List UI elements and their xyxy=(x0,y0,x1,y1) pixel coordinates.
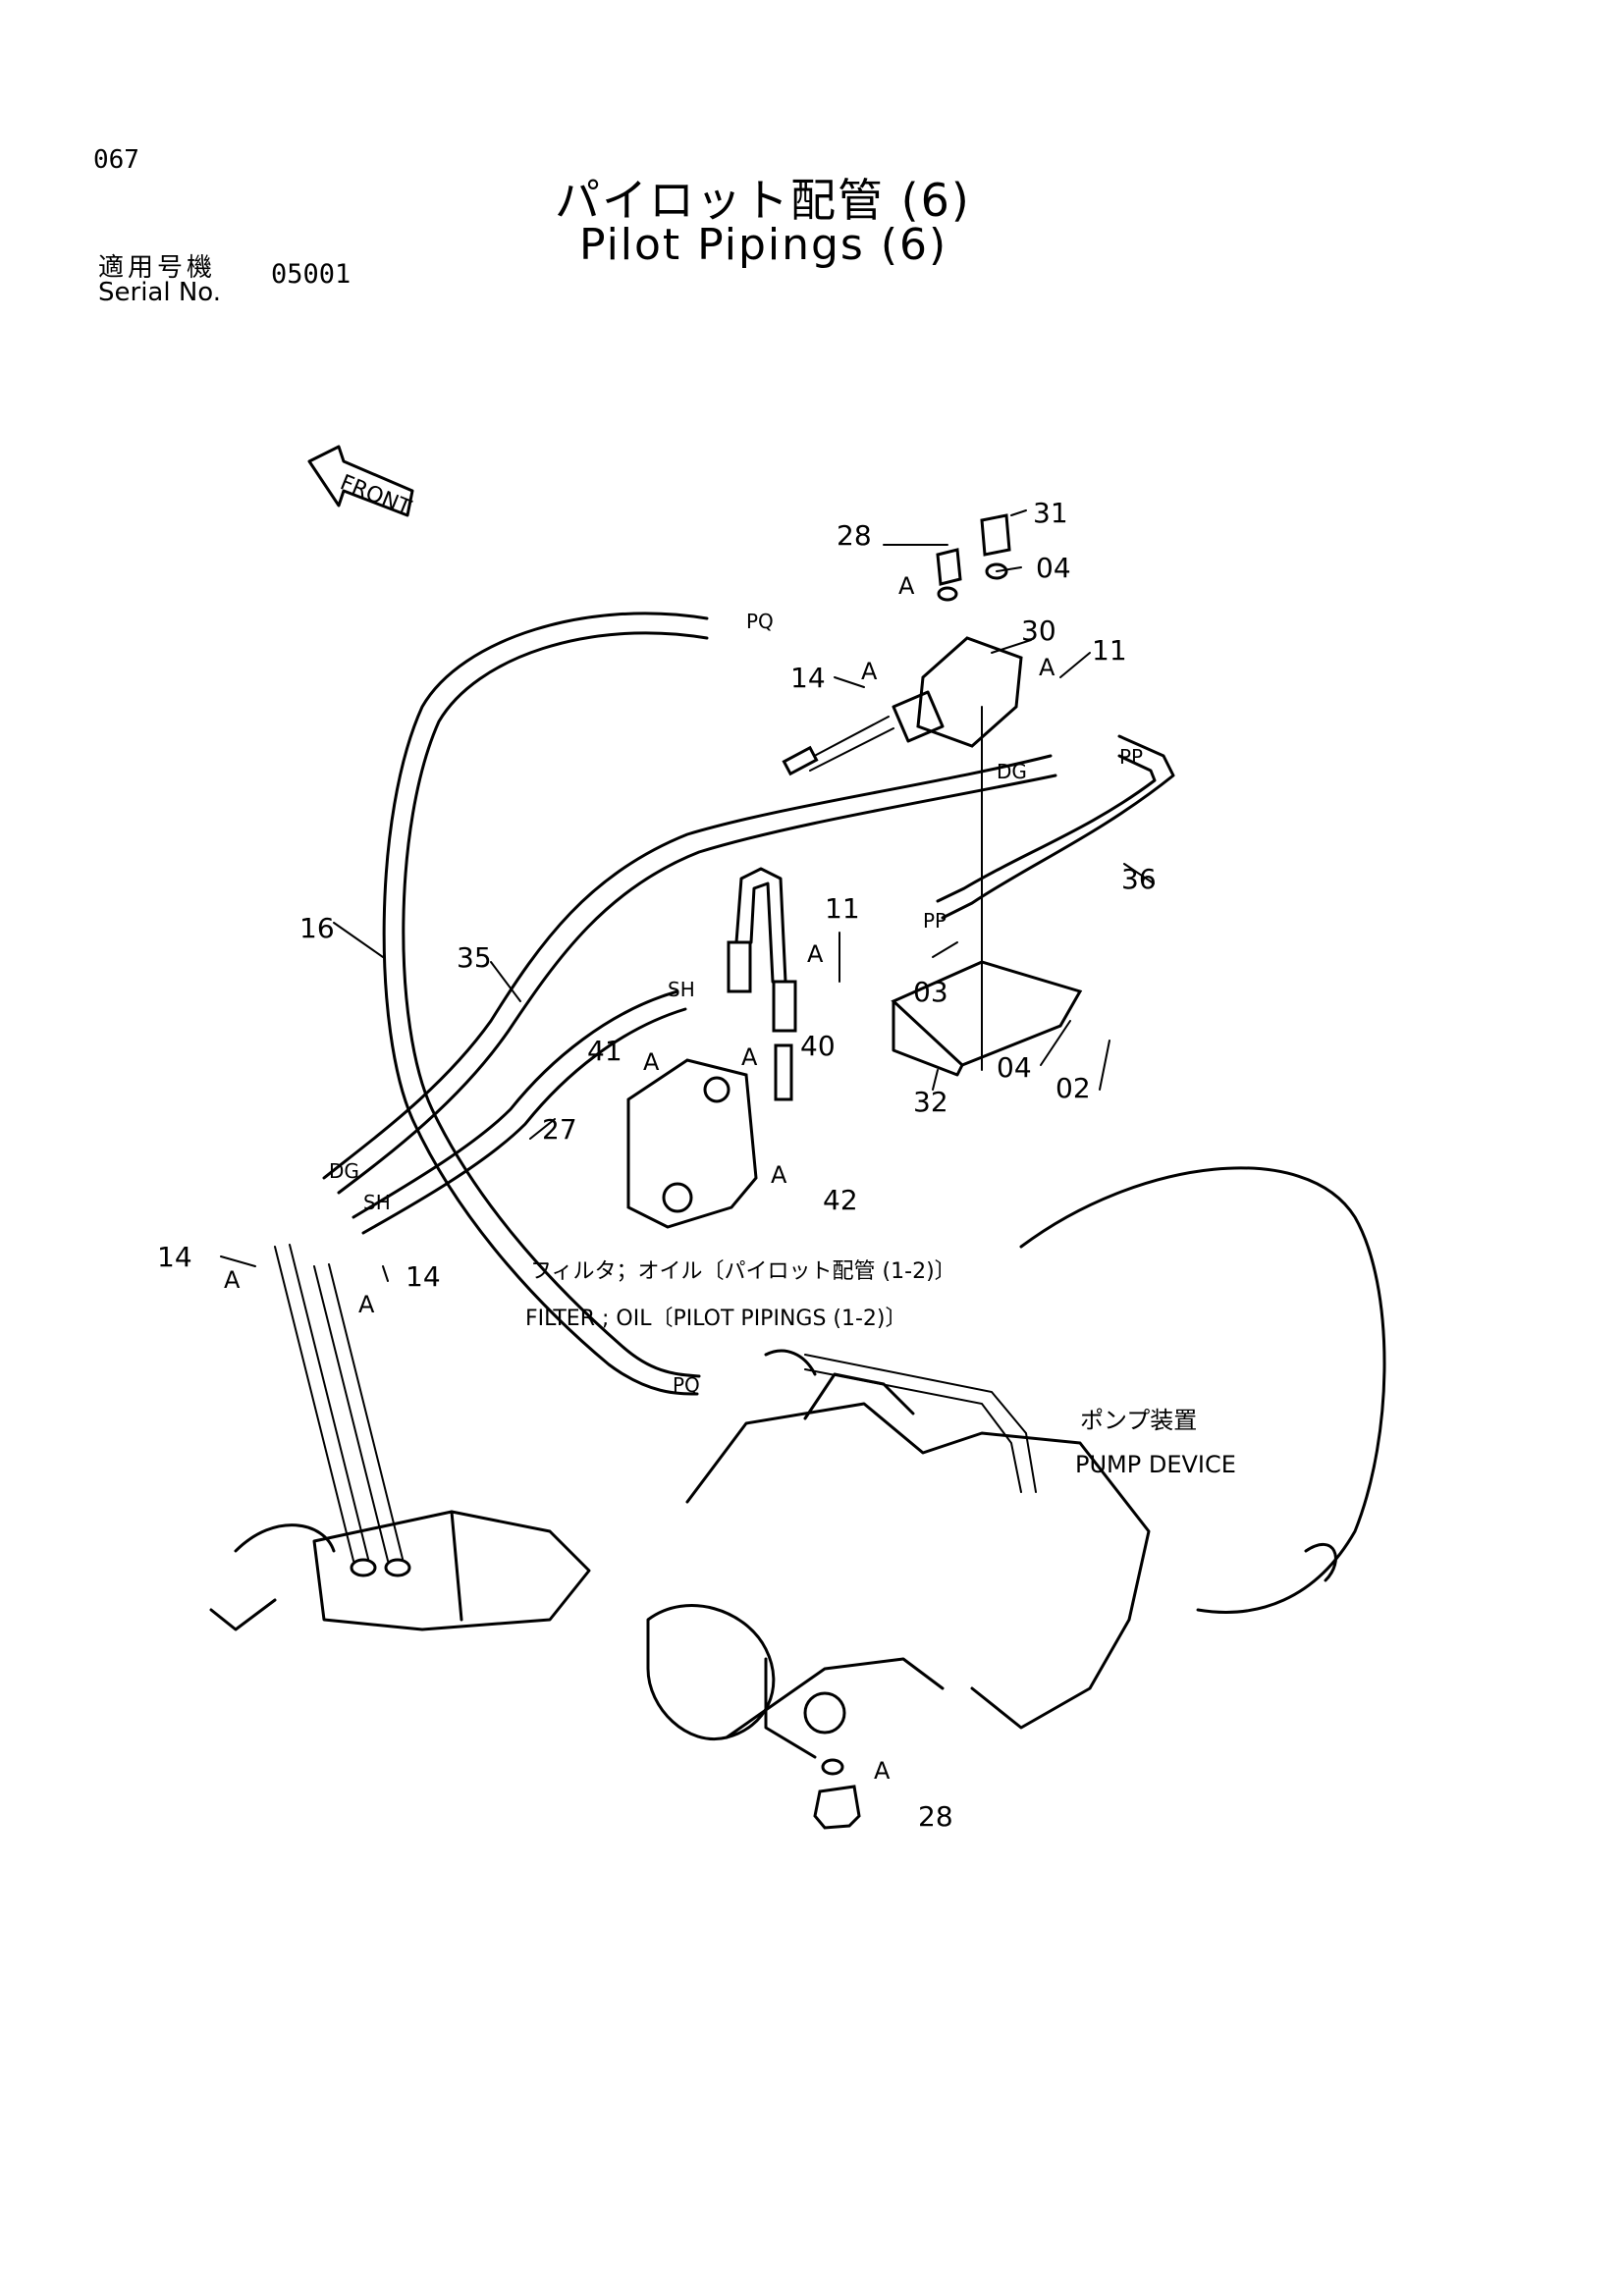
valve-body xyxy=(626,1058,758,1229)
port-dg-top: DG xyxy=(997,760,1027,783)
a-label: A xyxy=(771,1161,787,1189)
callout-11-mid: 11 xyxy=(825,892,860,925)
hose-16 xyxy=(382,612,709,1396)
a-label: A xyxy=(358,1291,375,1318)
pipe-36 xyxy=(936,734,1175,920)
a-label: A xyxy=(643,1048,660,1076)
pilot-valve-30 xyxy=(782,636,1023,776)
port-pq-bottom: PQ xyxy=(673,1373,700,1397)
port-sh-left: SH xyxy=(363,1191,391,1214)
pump-device xyxy=(209,1166,1386,1759)
callout-30: 30 xyxy=(1021,614,1056,647)
port-pp-right: PP xyxy=(1119,745,1143,769)
hose-35 xyxy=(322,754,1057,1195)
callout-41: 41 xyxy=(587,1035,622,1067)
callout-16: 16 xyxy=(299,912,335,944)
plug-28-bottom xyxy=(813,1758,861,1830)
hose-27 xyxy=(352,989,687,1235)
callout-28-top: 28 xyxy=(837,519,872,552)
pump-label-japanese: ポンプ装置 xyxy=(1080,1407,1197,1434)
port-pp-mid: PP xyxy=(923,909,947,933)
callout-04-top: 04 xyxy=(1036,552,1071,584)
lower-hoses xyxy=(274,1244,404,1562)
a-label: A xyxy=(224,1266,241,1294)
filter-note-english: FILTER ; OIL〔PILOT PIPINGS (1-2)〕 xyxy=(525,1307,907,1331)
callout-35: 35 xyxy=(457,941,492,974)
a-label: A xyxy=(874,1757,891,1785)
a-label: A xyxy=(1039,654,1055,681)
front-arrow-icon: FRONT xyxy=(307,445,415,521)
serial-label-english: Serial No. xyxy=(98,278,221,307)
serial-label-japanese: 適用号機 xyxy=(98,253,217,283)
callout-03: 03 xyxy=(913,976,948,1008)
front-label: FRONT xyxy=(337,470,415,521)
a-label: A xyxy=(741,1043,758,1071)
top-fittings xyxy=(936,513,1011,602)
callout-40: 40 xyxy=(800,1030,836,1062)
leader-lines xyxy=(220,509,1155,1282)
callout-28-bottom: 28 xyxy=(918,1800,953,1833)
a-label: A xyxy=(898,572,915,600)
port-pq-top: PQ xyxy=(746,610,774,633)
a-label: A xyxy=(807,940,824,968)
title-english: Pilot Pipings (6) xyxy=(579,220,948,270)
port-dg-left: DG xyxy=(329,1159,359,1183)
callout-14-top: 14 xyxy=(790,662,826,694)
callout-14-right: 14 xyxy=(406,1260,441,1293)
a-label: A xyxy=(861,658,878,685)
relief-valve-40 xyxy=(727,867,797,1101)
callout-02: 02 xyxy=(1055,1072,1091,1104)
callout-42: 42 xyxy=(823,1184,858,1216)
callout-32: 32 xyxy=(913,1086,948,1118)
title-japanese: パイロット配管 (6) xyxy=(555,174,971,227)
callout-27: 27 xyxy=(542,1113,577,1146)
callout-36: 36 xyxy=(1121,863,1157,895)
filter-note-japanese: フィルタ；オイル〔パイロット配管 (1-2)〕 xyxy=(530,1259,956,1284)
serial-number: 05001 xyxy=(271,259,352,290)
bracket-32 xyxy=(891,960,1083,1077)
pump-label-english: PUMP DEVICE xyxy=(1075,1451,1236,1478)
callout-14-left: 14 xyxy=(157,1241,192,1273)
callout-31: 31 xyxy=(1033,497,1068,529)
callout-11-top: 11 xyxy=(1092,634,1127,667)
page-number: 067 xyxy=(93,145,139,175)
port-sh-mid: SH xyxy=(668,978,695,1001)
callout-04-mid: 04 xyxy=(997,1051,1032,1084)
